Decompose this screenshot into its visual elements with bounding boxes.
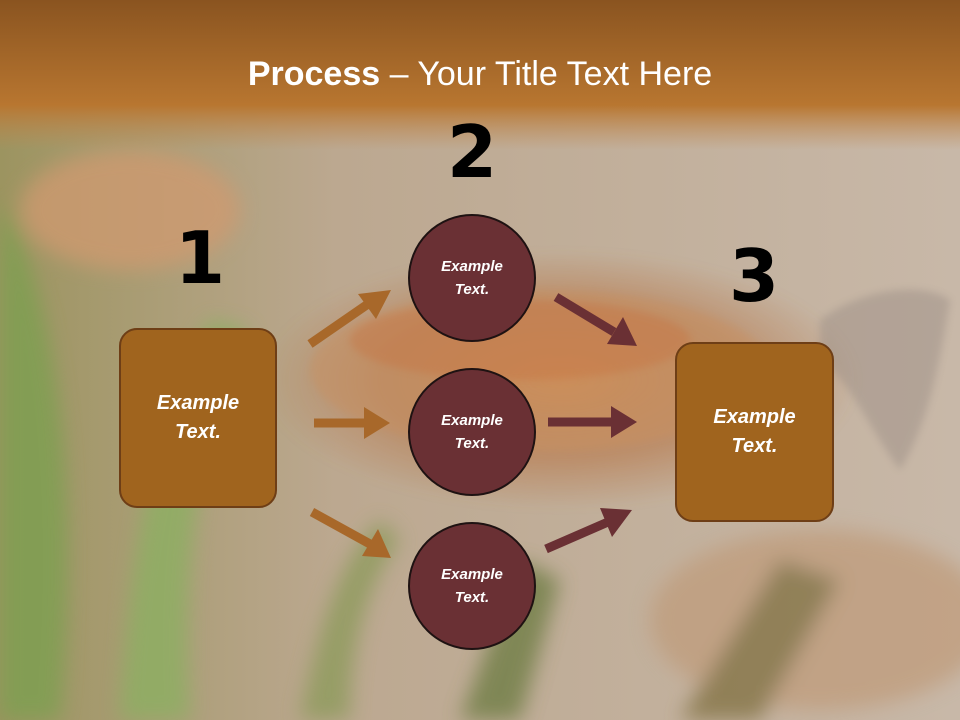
left-box-line2: Text. bbox=[175, 421, 221, 443]
left-box-line1: Example bbox=[156, 392, 240, 414]
title-rest: – Your Title Text Here bbox=[380, 55, 713, 93]
slide-title: Process – Your Title Text Here bbox=[0, 54, 960, 94]
step-number-2: 2 bbox=[446, 110, 498, 194]
right-box-line1: Example bbox=[713, 406, 796, 428]
circle-top-line1: Example bbox=[441, 258, 503, 275]
right-box-line2: Text. bbox=[731, 435, 778, 457]
circle-top-line2: Text. bbox=[454, 281, 490, 298]
circle-middle: Example Text. bbox=[408, 368, 536, 496]
title-bold: Process bbox=[247, 55, 381, 93]
step-number-3: 3 bbox=[728, 234, 780, 318]
circle-middle-line1: Example bbox=[441, 412, 503, 429]
left-box: Example Text. bbox=[119, 328, 277, 508]
circle-bottom-line1: Example bbox=[441, 566, 503, 583]
circle-bottom: Example Text. bbox=[408, 522, 536, 650]
step-number-1: 1 bbox=[174, 216, 226, 300]
circle-middle-line2: Text. bbox=[454, 435, 490, 452]
circle-top: Example Text. bbox=[408, 214, 536, 342]
right-box: Example Text. bbox=[675, 342, 834, 522]
circle-bottom-line2: Text. bbox=[454, 589, 490, 606]
